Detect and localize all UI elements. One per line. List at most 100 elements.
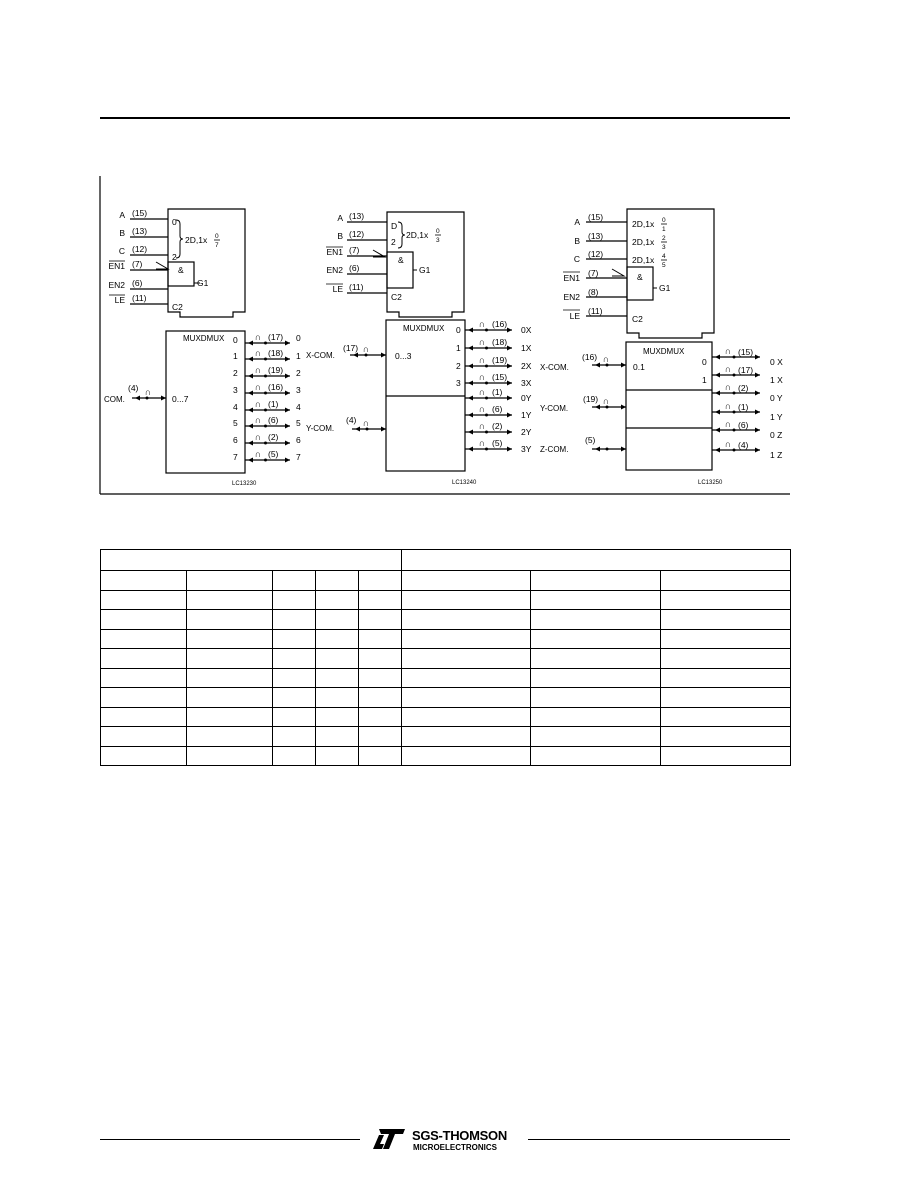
output-label: 1X bbox=[521, 343, 532, 353]
table-cell bbox=[530, 706, 662, 727]
switch-icon: ∩ bbox=[479, 404, 485, 414]
table-cell bbox=[660, 745, 792, 766]
pin-number: (15) bbox=[132, 208, 147, 218]
pin-number: (6) bbox=[349, 263, 360, 273]
switch-icon: ∩ bbox=[255, 332, 261, 342]
ctrl-2d-bottom: 5 bbox=[662, 262, 666, 269]
table-cell bbox=[530, 648, 662, 669]
table-cell bbox=[401, 667, 532, 688]
table-cell bbox=[530, 687, 662, 708]
arrow-left-icon bbox=[715, 447, 720, 453]
pin-number: (12) bbox=[349, 229, 364, 239]
input-label: B bbox=[119, 228, 125, 238]
switch-icon: ∩ bbox=[363, 418, 369, 428]
pin-number: (2) bbox=[492, 421, 503, 431]
table-cell bbox=[186, 648, 273, 669]
table-cell bbox=[272, 589, 316, 610]
ctrl-2d-bottom: 3 bbox=[662, 244, 666, 251]
arrow-left-icon bbox=[715, 390, 720, 396]
table-cell bbox=[315, 589, 359, 610]
arrow-left-icon bbox=[248, 440, 253, 446]
arrow-right-icon bbox=[161, 395, 166, 401]
pin-number: (8) bbox=[588, 287, 599, 297]
table-row bbox=[100, 687, 792, 708]
switch-icon: ∩ bbox=[363, 344, 369, 354]
switch-icon: ∩ bbox=[603, 396, 609, 406]
table-cell bbox=[186, 589, 273, 610]
input-label: EN2 bbox=[326, 265, 343, 275]
arrow-right-icon bbox=[755, 409, 760, 415]
dot-icon bbox=[605, 447, 609, 451]
mux-title: MUXDMUX bbox=[183, 334, 225, 343]
table-cell bbox=[315, 687, 359, 708]
pin-number: (11) bbox=[349, 282, 364, 292]
z-com-label: Z-COM. bbox=[540, 445, 568, 454]
arrow-right-icon bbox=[507, 363, 512, 369]
table-cell bbox=[315, 628, 359, 649]
table-cell bbox=[100, 706, 187, 727]
arrow-right-icon bbox=[507, 395, 512, 401]
table-cell bbox=[401, 745, 532, 766]
table-cell bbox=[401, 609, 532, 630]
output-label: 1 Z bbox=[770, 450, 782, 460]
table-cell bbox=[100, 745, 187, 766]
arrow-right-icon bbox=[285, 423, 290, 429]
switch-icon: ∩ bbox=[255, 365, 261, 375]
output-index: 7 bbox=[233, 452, 238, 462]
pin-number: (15) bbox=[492, 372, 507, 382]
switch-icon: ∩ bbox=[725, 346, 731, 356]
pin-number: (19) bbox=[492, 355, 507, 365]
table-cell bbox=[315, 609, 359, 630]
pin-number: (1) bbox=[268, 399, 279, 409]
dot-icon bbox=[264, 391, 267, 395]
and-symbol: & bbox=[398, 255, 404, 265]
arrow-left-icon bbox=[135, 395, 140, 401]
dot-icon bbox=[485, 413, 488, 417]
truth-table bbox=[99, 549, 792, 766]
output-index: 4 bbox=[233, 402, 238, 412]
com-label: COM. bbox=[104, 395, 125, 404]
dot-icon bbox=[365, 427, 369, 431]
brand-name: SGS-THOMSON bbox=[412, 1128, 507, 1143]
arrow-right-icon bbox=[381, 426, 386, 432]
input-label: EN2 bbox=[563, 292, 580, 302]
latch-label: C2 bbox=[391, 292, 402, 302]
ctrl-2d-top: 0 bbox=[662, 217, 666, 224]
table-row bbox=[100, 648, 792, 669]
output-index: 1 bbox=[456, 343, 461, 353]
table-cell bbox=[530, 570, 662, 591]
arrow-right-icon bbox=[285, 340, 290, 346]
pin-number: (4) bbox=[738, 440, 749, 450]
dot-icon bbox=[485, 328, 488, 332]
table-cell bbox=[357, 726, 403, 747]
logic-symbols-figure: A(15)B(13)C(12)EN1(7)EN2(6)LE(11)022D,1x… bbox=[99, 176, 790, 495]
arrow-right-icon bbox=[755, 427, 760, 433]
ctrl-2d-top: 0 bbox=[436, 228, 440, 235]
output-label: 2 bbox=[296, 368, 301, 378]
table-cell bbox=[401, 628, 532, 649]
switch-icon: ∩ bbox=[479, 421, 485, 431]
dot-icon bbox=[264, 357, 267, 361]
output-index: 0 bbox=[233, 335, 238, 345]
input-label: B bbox=[574, 236, 580, 246]
switch-icon: ∩ bbox=[479, 355, 485, 365]
table-cell bbox=[660, 706, 792, 727]
pin-number: (19) bbox=[583, 394, 598, 404]
arrow-right-icon bbox=[507, 429, 512, 435]
latch-label: C2 bbox=[172, 302, 183, 312]
input-label: EN1 bbox=[108, 261, 125, 271]
table-cell bbox=[357, 745, 403, 766]
pin-number: (6) bbox=[492, 404, 503, 414]
input-label: LE bbox=[570, 311, 581, 321]
pin-number: (17) bbox=[268, 332, 283, 342]
arrow-right-icon bbox=[381, 352, 386, 358]
arrow-left-icon bbox=[595, 404, 600, 410]
ctrl-2d: 2D,1x bbox=[632, 219, 655, 229]
dot-icon bbox=[145, 396, 149, 400]
table-group-inputs bbox=[99, 549, 403, 571]
pin-number: (12) bbox=[132, 244, 147, 254]
pin-number: (7) bbox=[349, 245, 360, 255]
pin-number: (16) bbox=[268, 382, 283, 392]
arrow-left-icon bbox=[595, 446, 600, 452]
pin-number: (11) bbox=[132, 293, 147, 303]
